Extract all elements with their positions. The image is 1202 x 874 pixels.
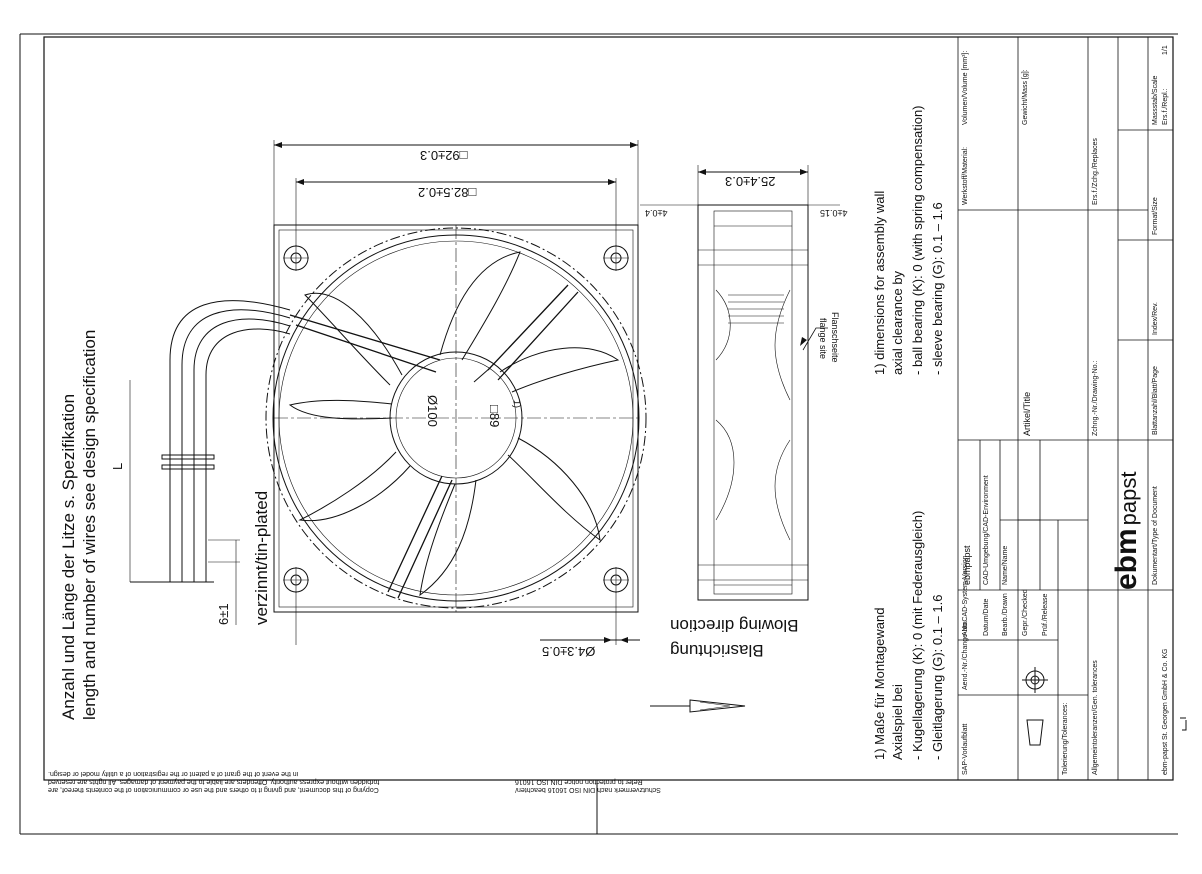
note-de-line4: - Gleitlagerung (G): 0.1 – 1.6 xyxy=(930,594,945,760)
dim-hole-spacing: □82.5±0.2 xyxy=(418,185,477,200)
wire-harness xyxy=(129,300,291,625)
tb-norm: Prüf./Release xyxy=(1042,593,1049,636)
wires-spec-en: length and number of wires see design sp… xyxy=(80,329,99,720)
corner-mark xyxy=(1180,717,1187,731)
protection-line1: Schutzvermerk nach DIN ISO 16016 beachte… xyxy=(515,786,661,793)
note-en-line1: 1) dimensions for assembly wall xyxy=(872,190,887,375)
side-view-arrows xyxy=(698,169,808,346)
tb-bearb: Bearb./Drawn xyxy=(1002,593,1009,636)
logo-papst: papst xyxy=(1116,471,1141,526)
length-label: L xyxy=(110,462,125,470)
protection-line2: Refer to protection notice DIN ISO 16016 xyxy=(515,778,643,785)
tb-zchng: Zchng.-Nr./Drawing-No.: xyxy=(1092,360,1099,436)
tb-page: 1/1 xyxy=(1162,45,1169,55)
dim-hole-diameter: Ø4.3±0.5 xyxy=(542,644,596,659)
tin-plated-label: verzinnt/tin-plated xyxy=(252,490,271,625)
tb-artikel: Artikel/Title xyxy=(1022,391,1032,436)
copyright-line1: Copying of this document, and giving it … xyxy=(48,786,379,793)
hub-note-label: 1) xyxy=(512,400,522,409)
tb-volumen: Volumen/Volume [mm³]: xyxy=(962,50,969,125)
airflow-arrow xyxy=(650,699,746,713)
note-de-line2: Axialspiel bei xyxy=(890,684,905,760)
tin-dim-label: 6±1 xyxy=(216,603,231,625)
airflow-label-de: Blasrichtung xyxy=(670,641,764,660)
tb-massstab: Massstab/Scale xyxy=(1152,75,1159,125)
tb-ersatzfuer: Ers.f./Zchg./Replaces xyxy=(1092,138,1099,205)
dim-lip-right: 4±0.15 xyxy=(820,208,848,218)
projection-symbol xyxy=(1022,667,1048,746)
tb-datum: Datum/Date xyxy=(983,598,990,636)
tb-index: Index/Rev. xyxy=(1152,302,1159,335)
flange-label-de: Flanschseite xyxy=(830,312,840,363)
flange-label-en: flange site xyxy=(818,318,828,360)
airflow-label-en: Blowing direction xyxy=(670,616,799,635)
tb-sap: SAP-Vorlaufblatt xyxy=(962,723,969,775)
tb-company-full: ebm-papst St. Georgen GmbH & Co. KG xyxy=(1162,648,1169,775)
tb-cad-env: CAD-Umgebung/CAD-Environment xyxy=(983,475,990,585)
drawing-frame xyxy=(43,36,1174,781)
copyright-line2: forbidden without express authority. Off… xyxy=(48,778,380,785)
tb-material: Werkstoff/Material: xyxy=(962,146,969,205)
logo-ebm: ebm xyxy=(1110,528,1143,590)
note-de-line3: - Kugellagerung (K): 0 (mit Federausglei… xyxy=(910,510,925,760)
dim-outer-square: □92±0.3 xyxy=(420,148,468,163)
hub-diameter-label: Ø100 xyxy=(425,395,440,427)
dimension-arrows xyxy=(274,142,638,643)
tb-toleranz: Tolerierung/Tolerances: xyxy=(1062,702,1069,775)
tb-gewicht: Gewicht/Mass [g]: xyxy=(1022,69,1029,125)
tb-dokart: Dokumentart/Type of Document xyxy=(1152,486,1159,585)
tb-allgemein: Allgemeintoleranzen/Gen. tolerances xyxy=(1092,660,1099,775)
tb-logo: ebmpapst xyxy=(1110,471,1144,590)
tb-ersatz: Ers.f./Repl.: xyxy=(1162,88,1169,125)
tb-name: Name/Name xyxy=(1002,545,1009,585)
note-de-line1: 1) Maße für Montagewand xyxy=(872,607,887,760)
note-en-line4: - sleeve bearing (G): 0.1 – 1.6 xyxy=(930,202,945,375)
hub-square-label: □89 xyxy=(487,405,502,428)
dim-lip-left: 4±0.4 xyxy=(645,208,668,218)
fan-side-view xyxy=(640,165,840,601)
wires-spec-de: Anzahl und Länge der Litze s. Spezifikat… xyxy=(59,393,78,720)
copyright-line3: in the event of the grant of a patent or… xyxy=(48,770,299,777)
tb-format: Format/Size xyxy=(1152,197,1159,235)
fan-front-view xyxy=(265,140,647,645)
tb-gepr: Gepr./Checked xyxy=(1022,589,1029,636)
note-en-line3: - ball bearing (K): 0 (with spring compe… xyxy=(910,105,925,375)
tb-cad: AutoCAD-System-Version xyxy=(962,555,969,636)
title-block-lines xyxy=(957,37,1173,780)
tb-blatt: Blattanzahl/Blatt/Page xyxy=(1152,366,1159,435)
note-en-line2: axial clearance by xyxy=(890,270,905,375)
dim-depth: 25.4±0.3 xyxy=(725,174,776,189)
